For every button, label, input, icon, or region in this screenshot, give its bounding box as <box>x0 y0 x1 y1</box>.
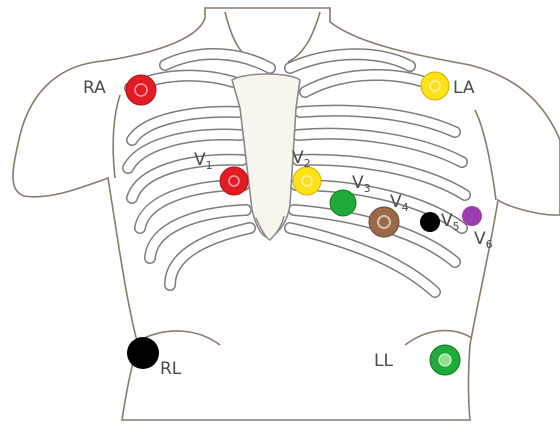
electrode-RL: RL <box>127 337 182 379</box>
armpit-contour-left <box>475 110 496 200</box>
electrode-ring-icon <box>126 75 156 105</box>
armpit-contour-right <box>113 95 120 178</box>
label-V3: V3 <box>352 173 371 195</box>
label-V2: V2 <box>292 148 311 170</box>
rib-cage-right <box>128 112 250 285</box>
electrode-dot-icon <box>462 206 482 226</box>
label-V5: V5 <box>441 211 460 233</box>
electrode-V3: V3 <box>330 173 371 216</box>
electrode-RA: RA <box>83 75 156 105</box>
label-RL: RL <box>160 359 182 379</box>
rib-cage-left <box>290 111 465 292</box>
label-RA: RA <box>83 78 106 98</box>
electrode-LL: LL <box>374 345 460 375</box>
hip-contour-left <box>405 331 472 345</box>
label-LA: LA <box>453 78 475 98</box>
xiphoid-process <box>256 216 284 240</box>
electrode-dot-icon <box>330 190 356 216</box>
label-V6: V6 <box>474 229 493 251</box>
electrode-LA: LA <box>421 72 475 100</box>
electrode-ring-icon <box>293 167 321 195</box>
label-V1: V1 <box>194 150 213 172</box>
electrode-dot-icon <box>420 212 440 232</box>
electrode-ring-icon <box>220 167 248 195</box>
electrode-dot-icon <box>127 337 159 369</box>
electrode-ring-icon <box>421 72 449 100</box>
label-LL: LL <box>374 351 393 371</box>
